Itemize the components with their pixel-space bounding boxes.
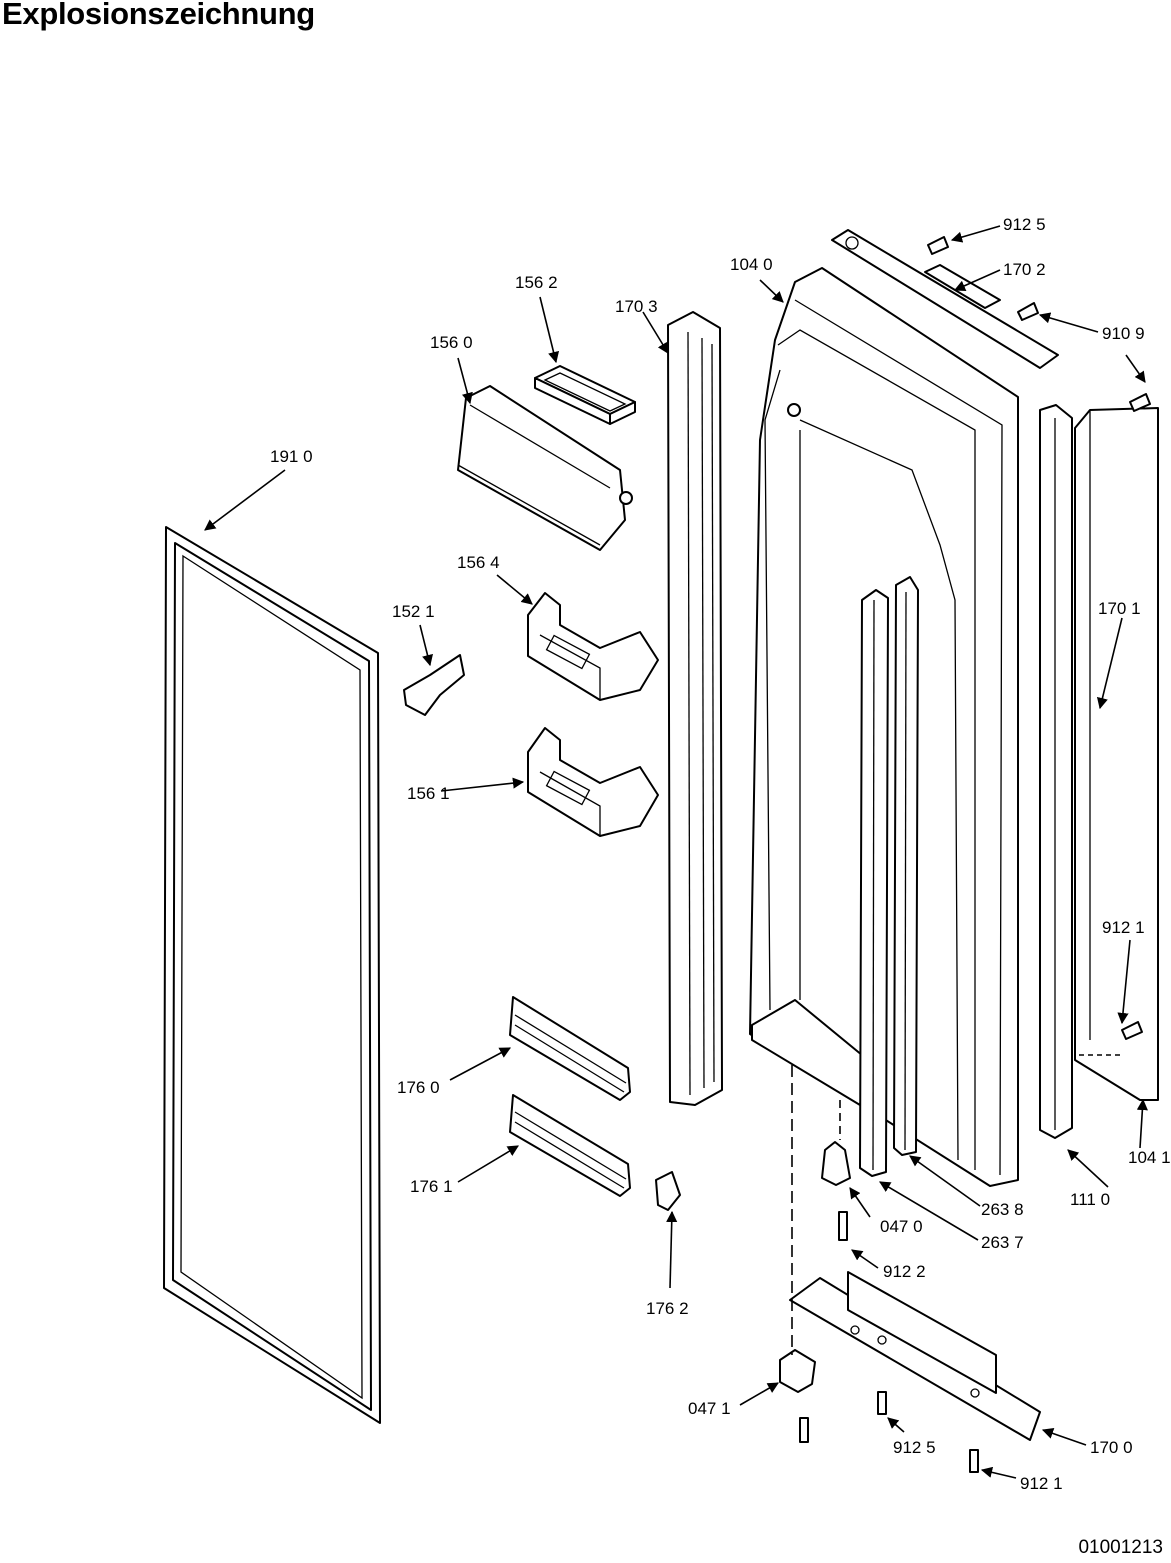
rail-clip <box>655 1171 681 1211</box>
label-912-5-top: 912 5 <box>1003 215 1046 234</box>
callout-labels: 912 5 170 2 104 0 156 2 170 3 910 9 156 … <box>270 215 1171 1493</box>
shelf-channel-1 <box>859 589 889 1177</box>
side-trim <box>1039 404 1073 1139</box>
label-047-1: 047 1 <box>688 1399 731 1418</box>
upper-hinge <box>821 1141 851 1241</box>
label-170-0: 170 0 <box>1090 1438 1133 1457</box>
label-191-0: 191 0 <box>270 447 313 466</box>
label-111-0: 111 0 <box>1070 1190 1110 1209</box>
screws <box>877 236 1151 1473</box>
page-title: Explosionszeichnung <box>2 0 315 31</box>
label-912-1-bottom: 912 1 <box>1020 1474 1063 1493</box>
label-156-1: 156 1 <box>407 784 450 803</box>
label-104-0: 104 0 <box>730 255 773 274</box>
label-912-5-bottom: 912 5 <box>893 1438 936 1457</box>
label-263-7: 263 7 <box>981 1233 1024 1252</box>
door-shelf-lower <box>527 727 659 837</box>
shelf-channel-2 <box>893 576 919 1156</box>
label-104-1: 104 1 <box>1128 1148 1171 1167</box>
label-910-9: 910 9 <box>1102 324 1145 343</box>
dairy-cover <box>457 385 633 551</box>
label-156-4: 156 4 <box>457 553 500 572</box>
small-tray <box>534 365 636 425</box>
label-156-2: 156 2 <box>515 273 558 292</box>
clip-part <box>403 654 465 716</box>
document-number: 01001213 <box>1078 1537 1163 1558</box>
bottom-bracket <box>789 1271 1041 1441</box>
label-912-1-right: 912 1 <box>1102 918 1145 937</box>
leader-lines <box>204 225 1148 1479</box>
label-047-0: 047 0 <box>880 1217 923 1236</box>
label-170-1: 170 1 <box>1098 599 1141 618</box>
lower-hinge <box>779 1349 816 1443</box>
label-176-0: 176 0 <box>397 1078 440 1097</box>
door-shelf-upper <box>527 592 659 701</box>
label-156-0: 156 0 <box>430 333 473 352</box>
label-170-3: 170 3 <box>615 297 658 316</box>
bottle-rail-upper <box>509 996 631 1101</box>
label-176-2: 176 2 <box>646 1299 689 1318</box>
vertical-trim-left <box>667 311 723 1106</box>
bottle-rail-lower <box>509 1094 631 1197</box>
label-912-2: 912 2 <box>883 1262 926 1281</box>
door-gasket <box>163 526 381 1424</box>
label-152-1: 152 1 <box>392 602 435 621</box>
outer-panel <box>1074 407 1159 1101</box>
label-263-8: 263 8 <box>981 1200 1024 1219</box>
label-170-2: 170 2 <box>1003 260 1046 279</box>
label-176-1: 176 1 <box>410 1177 453 1196</box>
